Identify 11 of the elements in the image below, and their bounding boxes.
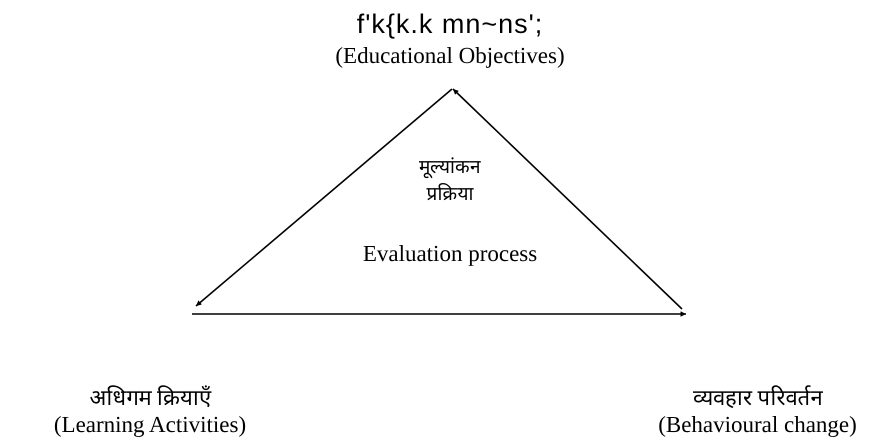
node-label: व्यवहार परिवर्तन: [692, 384, 822, 412]
node-label: अधिगम क्रियाएँ: [89, 384, 211, 412]
heading: f'k{k.k mn~ns';: [356, 8, 544, 41]
subheading: (Educational Objectives): [335, 42, 565, 70]
node-caption: (Behavioural change): [658, 411, 857, 440]
arrow: [195, 88, 453, 307]
arrow: [192, 311, 686, 317]
arrow: [452, 88, 683, 310]
center-label: Evaluation process: [362, 241, 538, 266]
center-label: मूल्यांकन प्रक्रिया: [419, 157, 481, 205]
node-caption: (Learning Activities): [54, 411, 246, 440]
